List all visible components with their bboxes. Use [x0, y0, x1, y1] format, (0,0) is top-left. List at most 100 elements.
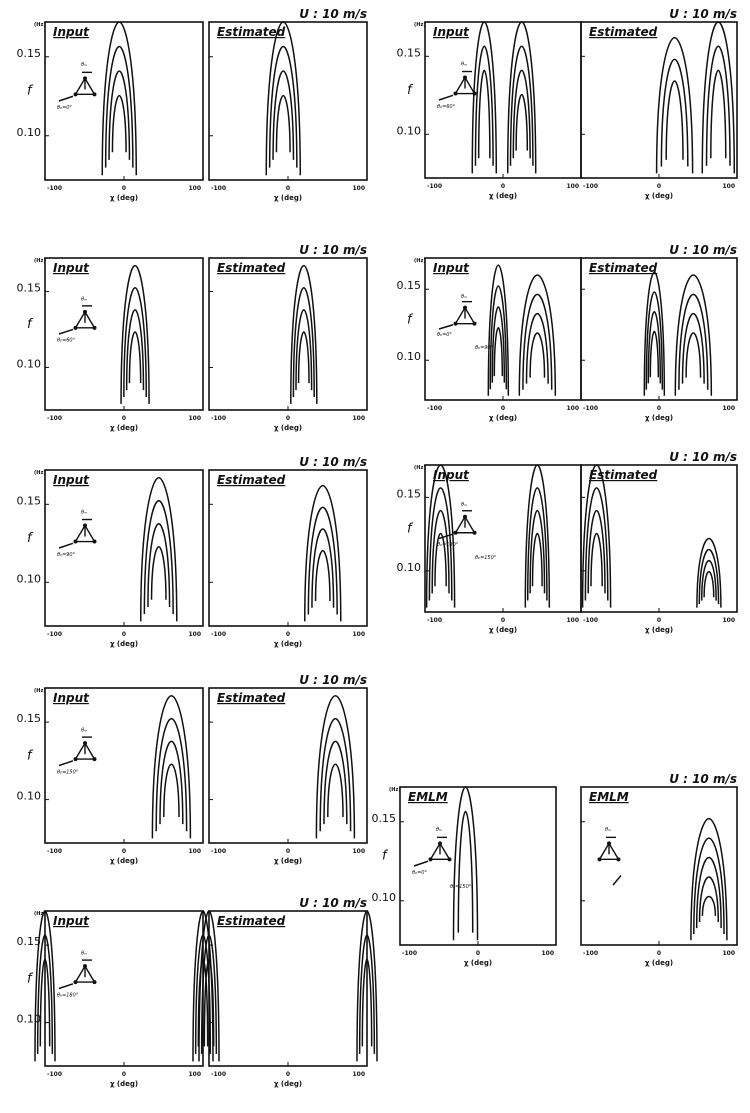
- y-tick-label: 0.15: [397, 279, 422, 292]
- x-tick-label: 100: [188, 848, 201, 855]
- panel-label-input: Input: [53, 25, 90, 39]
- array-diagram-icon: [453, 300, 477, 326]
- x-axis-label: χ (deg): [645, 414, 673, 422]
- array-node: [472, 91, 477, 96]
- contour-line: [685, 332, 702, 378]
- y-unit-label: (Hz): [34, 470, 46, 476]
- direction-label: θ₀=90°: [57, 552, 76, 558]
- x-tick-label: -100: [47, 631, 62, 638]
- contour-line: [311, 528, 335, 608]
- panel-label-input: Input: [433, 468, 470, 482]
- contour-line: [581, 464, 612, 608]
- panel-frame: [208, 21, 368, 181]
- array-node: [73, 325, 78, 330]
- contour-line: [292, 286, 315, 398]
- y-tick-label: 0.10: [397, 124, 422, 137]
- panel-frame: [424, 21, 582, 179]
- contour-line: [695, 856, 722, 929]
- direction-label: θ₀=150°: [57, 769, 79, 775]
- incident-arrow: [58, 328, 74, 335]
- wind-speed-label: U : 10 m/s: [669, 243, 737, 257]
- contour-line: [693, 837, 725, 935]
- x-tick-label: 100: [722, 950, 735, 957]
- y-unit-label: (Hz): [34, 22, 46, 28]
- contour-line: [703, 570, 715, 598]
- panel-label-estimated: Estimated: [217, 691, 286, 705]
- array-node: [92, 325, 97, 330]
- contour-line: [128, 331, 142, 384]
- array-label: θₘ: [81, 950, 87, 956]
- x-tick-label: 0: [286, 631, 290, 638]
- array-label: θₘ: [81, 510, 87, 516]
- array-label: θₘ: [81, 62, 87, 68]
- wind-speed-label: U : 10 m/s: [299, 243, 367, 257]
- f-axis-label: f: [407, 83, 414, 98]
- array-diagram-icon: [73, 305, 97, 330]
- direction-label-2: θ₀=150°: [475, 555, 497, 561]
- f-axis-label: f: [27, 317, 34, 332]
- x-axis-label: χ (deg): [489, 414, 517, 422]
- contour-line: [529, 509, 546, 594]
- incident-arrow: [438, 324, 454, 330]
- x-tick-label: 100: [566, 405, 579, 412]
- x-tick-label: -100: [583, 950, 598, 957]
- incident-arrow: [438, 533, 454, 540]
- y-tick-label: 0.10: [397, 350, 422, 363]
- x-tick-label: -100: [211, 415, 226, 422]
- array-triangle: [74, 78, 96, 96]
- x-axis-label: χ (deg): [645, 959, 673, 967]
- wind-speed-label: U : 10 m/s: [299, 896, 367, 910]
- wind-speed-label: U : 10 m/s: [669, 450, 737, 464]
- array-node: [73, 539, 78, 544]
- f-axis-label: f: [407, 312, 414, 327]
- array-node: [463, 75, 467, 80]
- array-node: [73, 757, 78, 762]
- contour-line: [315, 694, 356, 839]
- x-tick-label: 0: [286, 1071, 290, 1078]
- y-unit-label: (Hz): [34, 688, 46, 694]
- contour-line: [477, 69, 491, 159]
- array-diagram-icon: [453, 510, 477, 535]
- x-tick-label: 100: [722, 405, 735, 412]
- x-tick-label: -100: [211, 631, 226, 638]
- contour-line: [323, 740, 348, 825]
- contour-line: [307, 506, 338, 615]
- contour-line: [143, 500, 174, 615]
- contour-line: [290, 264, 318, 404]
- contour-line: [487, 264, 510, 396]
- contour-line: [678, 293, 709, 390]
- f-axis-label: f: [407, 522, 414, 537]
- y-tick-label: 0.15: [17, 47, 42, 60]
- wind-speed-label: U : 10 m/s: [299, 455, 367, 469]
- array-node: [597, 857, 602, 862]
- array-node: [453, 321, 458, 326]
- array-label: θₘ: [81, 297, 87, 303]
- contour-line: [34, 910, 56, 1062]
- x-tick-label: -100: [47, 185, 62, 192]
- contour-line: [524, 464, 551, 608]
- x-tick-label: 0: [657, 950, 661, 957]
- direction-label-2: θ₀=90°: [475, 345, 494, 351]
- x-tick-label: -100: [583, 405, 598, 412]
- incident-arrow: [58, 542, 74, 549]
- contour-line: [690, 817, 728, 941]
- contour-line: [265, 21, 302, 176]
- contour-line: [431, 509, 450, 594]
- array-node: [616, 857, 621, 862]
- x-tick-label: -100: [211, 185, 226, 192]
- contour-line: [509, 45, 534, 166]
- panel-label-estimated: Estimated: [217, 261, 286, 275]
- direction-label: θ₀=60°: [437, 104, 456, 110]
- array-node: [92, 539, 97, 544]
- contour-line: [425, 464, 456, 608]
